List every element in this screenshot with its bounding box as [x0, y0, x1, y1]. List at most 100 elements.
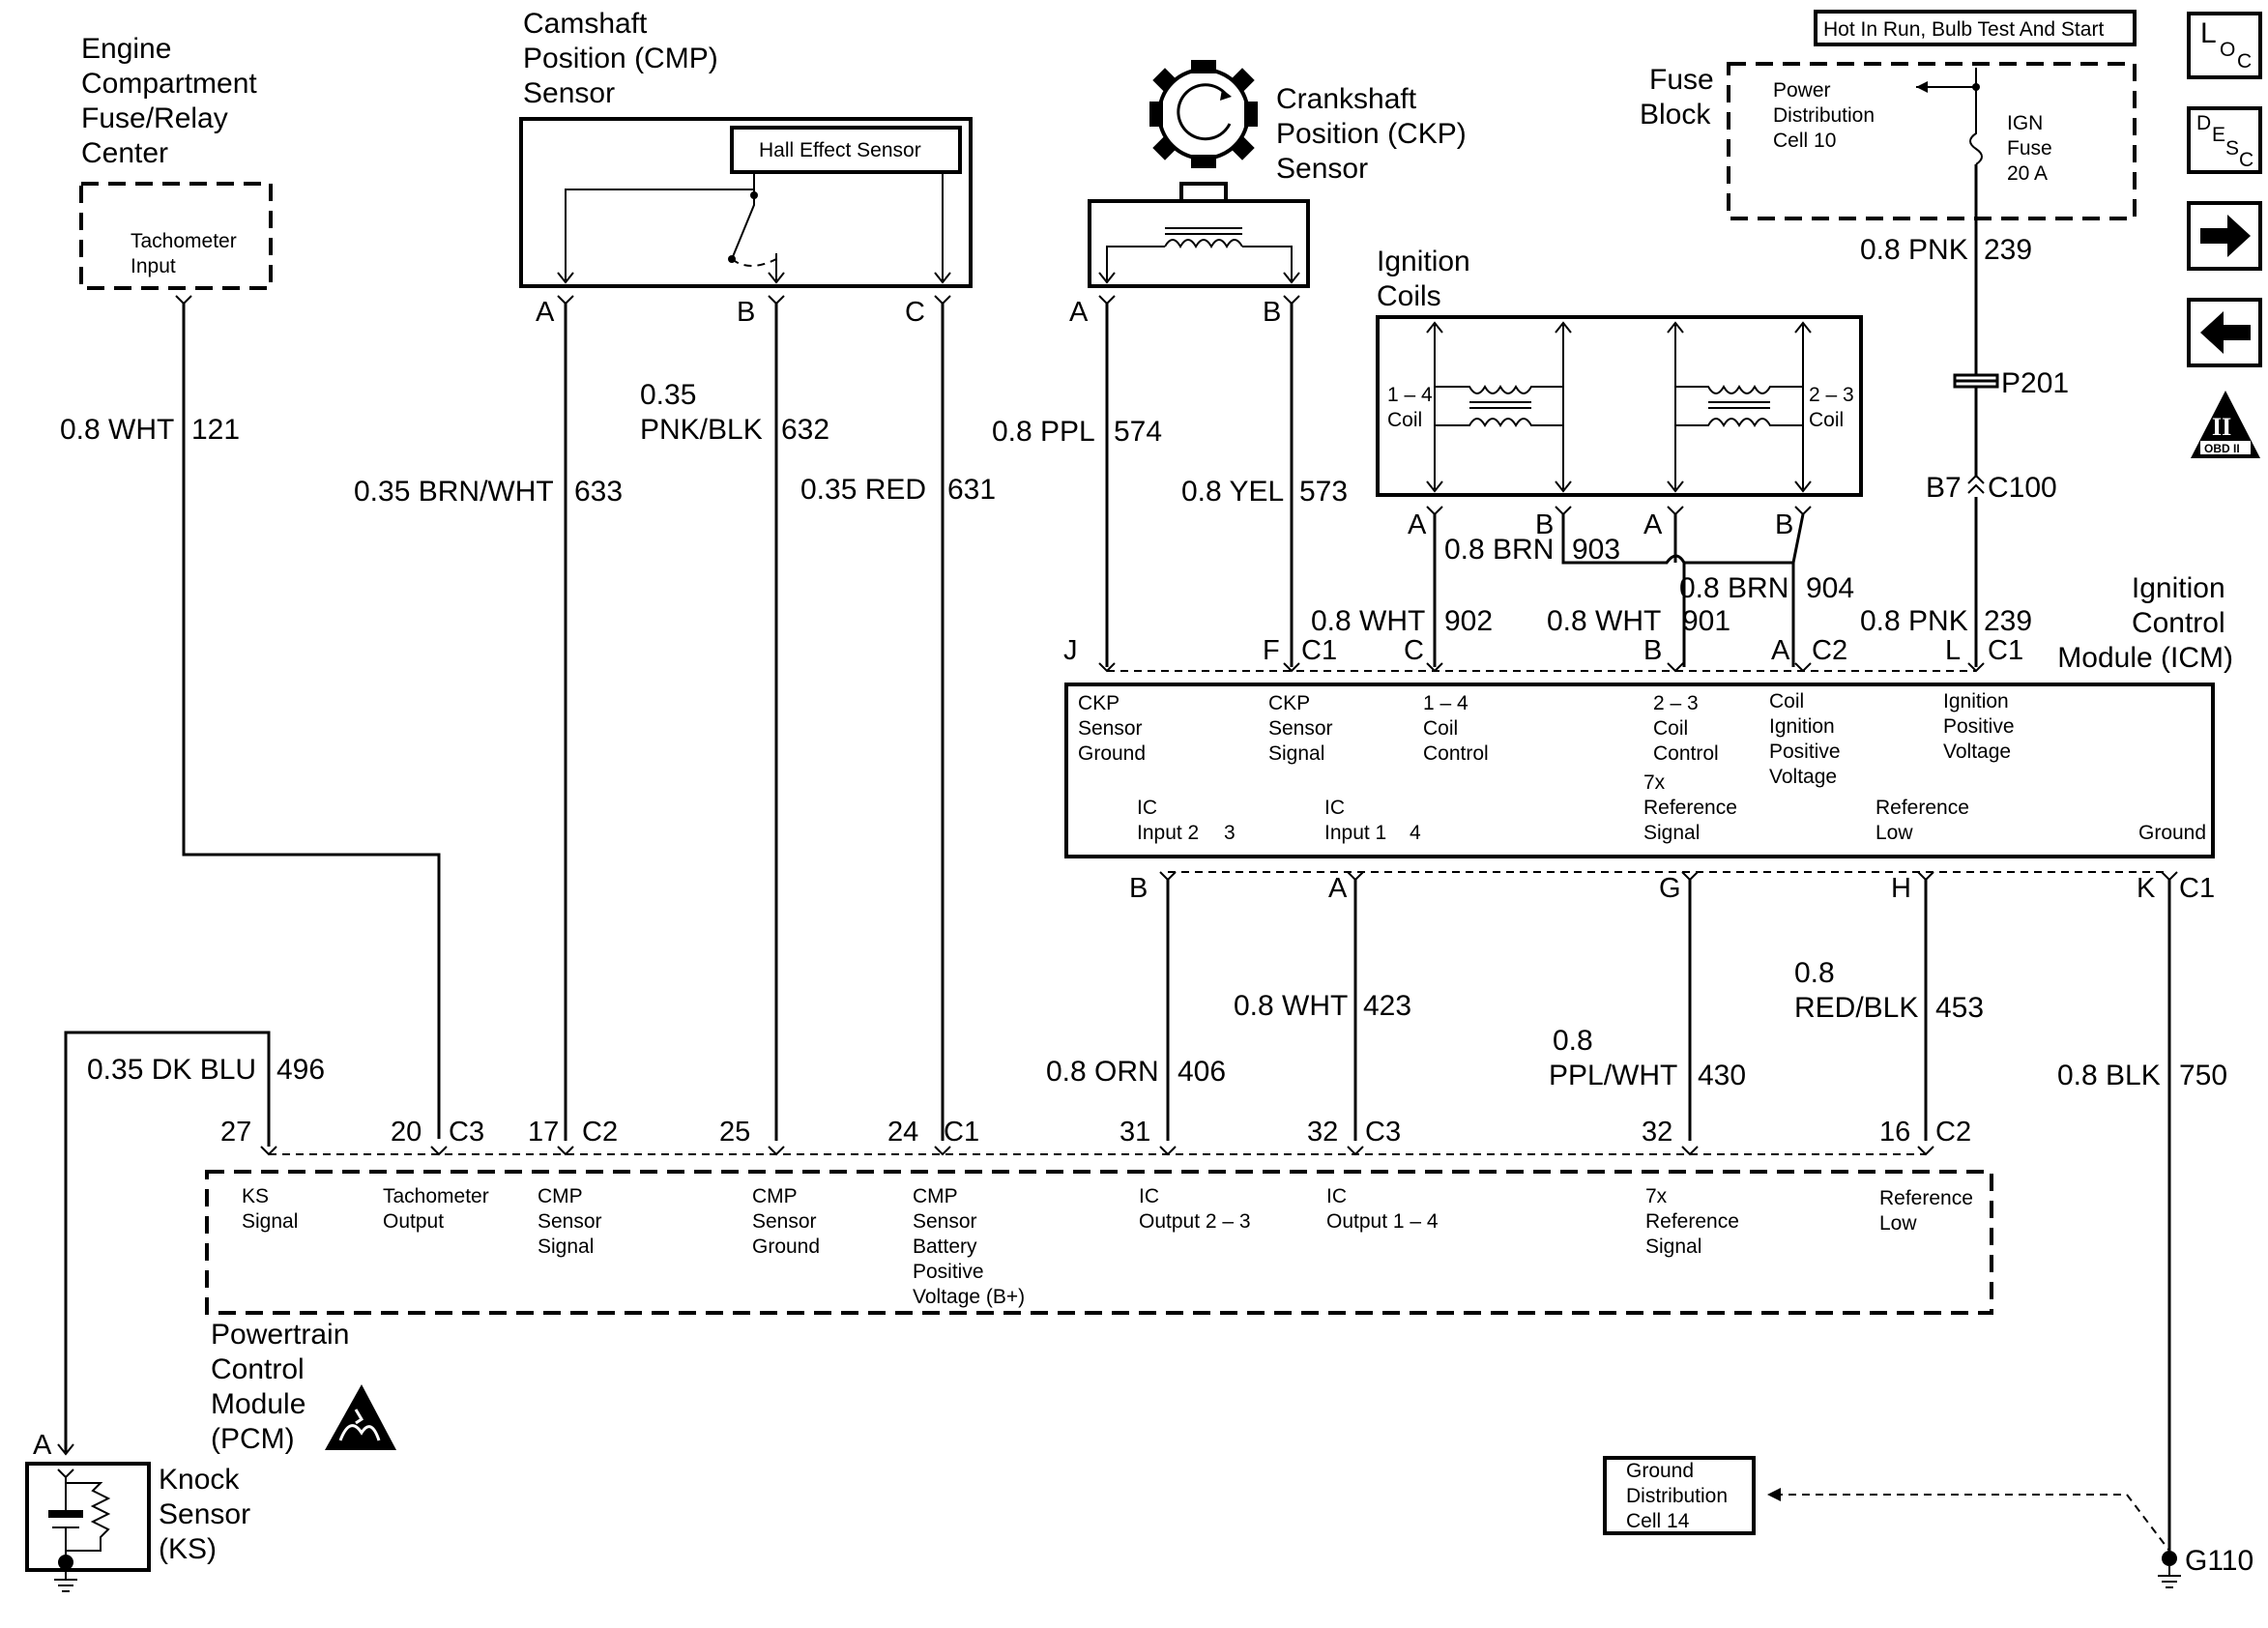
wire-902-gauge: 0.8 WHT	[1311, 605, 1425, 637]
icm-pin-c: C	[1404, 635, 1424, 666]
wire-901-circuit: 901	[1682, 605, 1730, 637]
ignition-coils-box	[1376, 315, 1863, 497]
ckp-coil-leads	[1106, 246, 1293, 280]
pcm-conn-c2a: C2	[582, 1117, 618, 1148]
pcm-conn-c3b: C3	[1365, 1117, 1401, 1148]
hot-in-run-box	[1814, 10, 2137, 46]
ground-dist-dashed	[1775, 1494, 2170, 1552]
ckp-core	[1165, 227, 1242, 235]
pcm-label-ic-out14: IC Output 1 – 4	[1326, 1185, 1439, 1233]
pcm-label-7x-ref: 7x Reference Signal	[1645, 1185, 1745, 1258]
ckp-sensor-box	[1088, 199, 1310, 288]
wire-406-gauge: 0.8 ORN	[1046, 1056, 1159, 1088]
icm-box	[1064, 683, 2215, 858]
loc-button[interactable]: L O C	[2187, 12, 2262, 79]
coil-pin-a1: A	[1408, 509, 1427, 540]
wire-904-gauge: 0.8 BRN	[1679, 572, 1788, 604]
pcm-pin-32b: 32	[1642, 1117, 1672, 1148]
prev-button[interactable]	[2187, 298, 2262, 367]
obd-ii-button[interactable]: II OBD II	[2191, 391, 2260, 458]
wire-239a-gauge: 0.8 PNK	[1860, 234, 1968, 266]
icm-label-ground: Ground	[2138, 822, 2206, 844]
icm-conn-c1a: C1	[1301, 635, 1337, 666]
icm-conn-c2: C2	[1812, 635, 1847, 666]
pdc-label: Power Distribution Cell 10	[1773, 79, 1880, 152]
coil-14-secondary	[1435, 418, 1563, 428]
pcm-label-ks-signal: KS Signal	[242, 1185, 298, 1233]
coil-leads	[1434, 325, 1804, 489]
wire-423-circuit: 423	[1363, 990, 1411, 1022]
icm-pin-b-bottom: B	[1129, 873, 1148, 904]
wire-453-gauge: 0.8 RED/BLK	[1794, 957, 1918, 1024]
next-button[interactable]	[2187, 201, 2262, 271]
icm-conn-c1b: C1	[1988, 635, 2023, 666]
icm-label-ckp-signal: CKP Sensor Signal	[1268, 692, 1338, 765]
c100-connector	[1967, 474, 1985, 494]
b7-label: B7	[1926, 472, 1962, 504]
wire-633-gauge: 0.35 BRN/WHT	[354, 476, 554, 508]
icm-top-terminals	[1098, 662, 1985, 673]
pcm-pin-24: 24	[887, 1117, 918, 1148]
wire-239a-circuit: 239	[1984, 234, 2032, 266]
fuse-block-box	[1727, 62, 2137, 220]
ckp-pin-a: A	[1069, 297, 1089, 328]
coil-pin-b1: B	[1535, 509, 1554, 540]
cmp-pin-b: B	[737, 297, 755, 328]
obd-text: OBD II	[2204, 442, 2240, 455]
fuse-block-title: Fuse Block	[1640, 64, 1722, 131]
wire-453-circuit: 453	[1935, 992, 1984, 1024]
wire-496-circuit: 496	[276, 1054, 325, 1086]
obd-numeral: II	[2212, 413, 2231, 441]
wire-496-gauge: 0.35 DK BLU	[87, 1054, 256, 1086]
coil-23-secondary	[1675, 418, 1803, 428]
ground-dist-box	[1603, 1456, 1756, 1535]
powertrain-control-module: 27 20 C3 17 C2 25 24 C1 31 32 C3 32 16 C…	[205, 1117, 1993, 1455]
ks-pin-a: A	[33, 1430, 52, 1461]
desc-letter-e: E	[2212, 124, 2225, 146]
pcm-pin-31: 31	[1119, 1117, 1150, 1148]
knock-sensor-box	[25, 1462, 151, 1572]
wire-632-gauge: 0.35 PNK/BLK	[640, 379, 763, 446]
ckp-sensor: Crankshaft Position (CKP) Sensor A B	[1069, 60, 1474, 328]
icm-label-coil-ign: Coil Ignition Positive Voltage	[1769, 690, 1846, 788]
crank-gear-icon	[1149, 60, 1258, 168]
ckp-sensor-title: Crankshaft Position (CKP) Sensor	[1276, 83, 1474, 185]
ckp-pin-b: B	[1263, 297, 1281, 328]
cmp-sensor-box	[519, 117, 973, 288]
cmp-sensor: Camshaft Position (CMP) Sensor Hall Effe…	[519, 8, 973, 328]
loc-letter-c: C	[2237, 50, 2252, 73]
pdc-arrow-head	[1916, 81, 1928, 93]
wire-121-gauge: 0.8 WHT	[60, 414, 174, 446]
loc-letter-l: L	[2200, 17, 2217, 49]
ks-arrow	[57, 1443, 74, 1456]
wire-632-circuit: 632	[781, 414, 829, 446]
icm-pin-a: A	[1771, 635, 1790, 666]
wire-631-circuit: 631	[947, 474, 996, 506]
arrow-right-icon	[2200, 215, 2251, 257]
wire-423-gauge: 0.8 WHT	[1234, 990, 1348, 1022]
desc-letter-s: S	[2225, 137, 2239, 160]
pcm-pin-27: 27	[220, 1117, 251, 1148]
icm-label-ref-low: Reference Low	[1875, 797, 1975, 844]
cmp-pin-a: A	[536, 297, 555, 328]
ground-distribution: Ground Distribution Cell 14 G110	[1603, 1456, 2253, 1588]
esd-warning-icon	[325, 1384, 396, 1450]
icm-label-ic-input2: IC Input 2 3	[1137, 797, 1236, 844]
arrows	[1098, 272, 1300, 284]
icm-label-coil14: 1 – 4 Coil Control	[1423, 692, 1489, 765]
tachometer-input-label: Tachometer Input	[131, 230, 243, 277]
icm-pin-b: B	[1643, 635, 1662, 666]
wire-903-circuit: 903	[1572, 534, 1620, 566]
desc-button[interactable]: D E S C	[2187, 106, 2262, 174]
coil-terminals	[1426, 506, 1812, 516]
coil-pin-a2: A	[1643, 509, 1663, 540]
icm-pin-f: F	[1263, 635, 1280, 666]
coil-14-label: 1 – 4 Coil	[1387, 384, 1439, 431]
pcm-pin-17: 17	[528, 1117, 559, 1148]
icm-pin-g: G	[1659, 873, 1681, 904]
icm-conn-c1-bottom: C1	[2179, 873, 2215, 904]
wire-406-circuit: 406	[1178, 1056, 1226, 1088]
ks-ground-node	[58, 1555, 73, 1570]
ignition-coils-title: Ignition Coils	[1377, 246, 1478, 312]
wire-750-gauge: 0.8 BLK	[2057, 1060, 2161, 1091]
